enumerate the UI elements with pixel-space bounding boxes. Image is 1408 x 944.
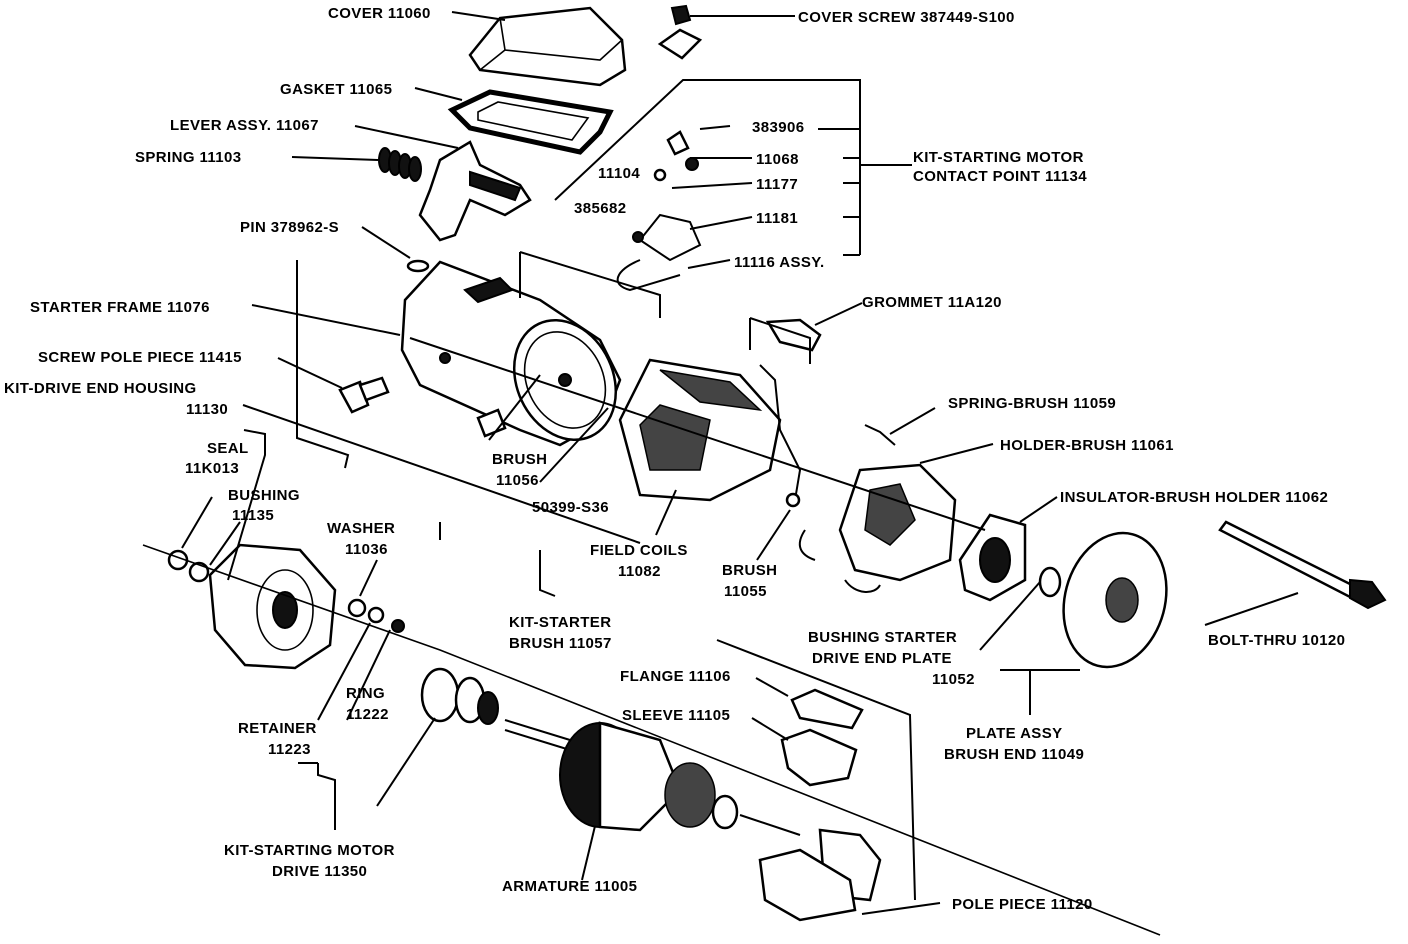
label-kit-starter-brush-1: KIT-STARTER: [509, 614, 611, 631]
label-bushing-1: BUSHING: [228, 487, 300, 504]
label-50399: 50399-S36: [532, 499, 609, 516]
label-kit-contact-2: CONTACT POINT 11134: [913, 168, 1087, 185]
label-holder-brush: HOLDER-BRUSH 11061: [1000, 437, 1174, 454]
gasket-part: [447, 89, 614, 155]
label-kit-starting-drive-2: DRIVE 11350: [272, 863, 367, 880]
label-bushing-starter-1: BUSHING STARTER: [808, 629, 957, 646]
label-plate-assy-2: BRUSH END 11049: [944, 746, 1084, 763]
label-kit-contact-1: KIT-STARTING MOTOR: [913, 149, 1084, 166]
armature-part: [504, 719, 801, 836]
drive-end-housing-part: [208, 543, 337, 670]
pin-part: [406, 259, 430, 273]
label-armature: ARMATURE 11005: [502, 878, 637, 895]
label-brush-b-1: BRUSH: [722, 562, 777, 579]
label-bolt-thru: BOLT-THRU 10120: [1208, 632, 1345, 649]
label-gasket: GASKET 11065: [280, 81, 392, 98]
starting-motor-drive-part: [420, 667, 499, 725]
label-plate-assy-1: PLATE ASSY: [966, 725, 1063, 742]
label-kit-starter-brush-2: BRUSH 11057: [509, 635, 612, 652]
sleeve-part: [780, 728, 858, 787]
label-insulator: INSULATOR-BRUSH HOLDER 11062: [1060, 489, 1328, 506]
label-brush-b-2: 11055: [724, 583, 767, 600]
label-385682: 385682: [574, 200, 626, 217]
label-383906: 383906: [752, 119, 804, 136]
bolt-thru-part: [1218, 520, 1387, 610]
label-bushing-starter-2: DRIVE END PLATE: [812, 650, 952, 667]
spring-brush-part: [864, 424, 896, 446]
label-ring-1: RING: [346, 685, 385, 702]
label-cover-screw: COVER SCREW 387449-S100: [798, 9, 1015, 26]
field-coils-part: [618, 358, 802, 508]
label-kit-drive-end-2: 11130: [186, 401, 228, 418]
label-kit-drive-end-1: KIT-DRIVE END HOUSING: [4, 380, 197, 397]
label-bushing-starter-3: 11052: [932, 671, 975, 688]
insulator-part: [958, 513, 1027, 602]
washer-part: [347, 598, 367, 618]
label-bushing-2: 11135: [232, 507, 274, 524]
grommet-part: [765, 318, 822, 352]
ring-part: [367, 606, 385, 624]
flange-part: [790, 688, 864, 730]
label-field-coils-2: 11082: [618, 563, 661, 580]
label-washer-1: WASHER: [327, 520, 395, 537]
label-ring-2: 11222: [346, 706, 389, 723]
label-11104: 11104: [598, 165, 640, 182]
label-retainer-2: 11223: [268, 741, 311, 758]
label-11116: 11116 ASSY.: [734, 254, 825, 271]
label-flange: FLANGE 11106: [620, 668, 731, 685]
pole-piece-part: [758, 828, 882, 922]
label-seal-2: 11K013: [185, 460, 239, 477]
label-sleeve: SLEEVE 11105: [622, 707, 730, 724]
leader-lines: [142, 11, 1299, 936]
label-seal-1: SEAL: [207, 440, 249, 457]
spring-part: [378, 147, 422, 182]
label-retainer-1: RETAINER: [238, 720, 317, 737]
label-11181: 11181: [756, 210, 798, 227]
label-starter-frame: STARTER FRAME 11076: [30, 299, 210, 316]
label-pole-piece: POLE PIECE 11120: [952, 896, 1093, 913]
label-lever-assy: LEVER ASSY. 11067: [170, 117, 319, 134]
part-labels: COVER 11060 COVER SCREW 387449-S100 GASK…: [4, 5, 1345, 913]
contact-point-kit-part: [616, 130, 702, 292]
cover-screw-part: [657, 4, 703, 60]
label-grommet: GROMMET 11A120: [862, 294, 1002, 311]
lever-assy-part: [418, 140, 532, 242]
label-spring: SPRING 11103: [135, 149, 242, 166]
label-screw-pole-piece: SCREW POLE PIECE 11415: [38, 349, 242, 366]
label-cover: COVER 11060: [328, 5, 431, 22]
label-brush-a-1: BRUSH: [492, 451, 547, 468]
cover-part: [468, 6, 627, 87]
label-pin: PIN 378962-S: [240, 219, 339, 236]
retainer-part: [391, 619, 405, 633]
label-washer-2: 11036: [345, 541, 388, 558]
bushing-part: [188, 561, 210, 583]
label-field-coils-1: FIELD COILS: [590, 542, 688, 559]
label-11177: 11177: [756, 176, 798, 193]
bushing-starter-part: [1038, 566, 1062, 598]
label-brush-a-2: 11056: [496, 472, 539, 489]
plate-assy-part: [1062, 531, 1168, 669]
holder-brush-part: [798, 463, 957, 593]
screw-pole-piece-part: [338, 376, 390, 414]
starter-frame-part: [400, 260, 622, 447]
label-11068: 11068: [756, 151, 799, 168]
label-spring-brush: SPRING-BRUSH 11059: [948, 395, 1116, 412]
label-kit-starting-drive-1: KIT-STARTING MOTOR: [224, 842, 395, 859]
